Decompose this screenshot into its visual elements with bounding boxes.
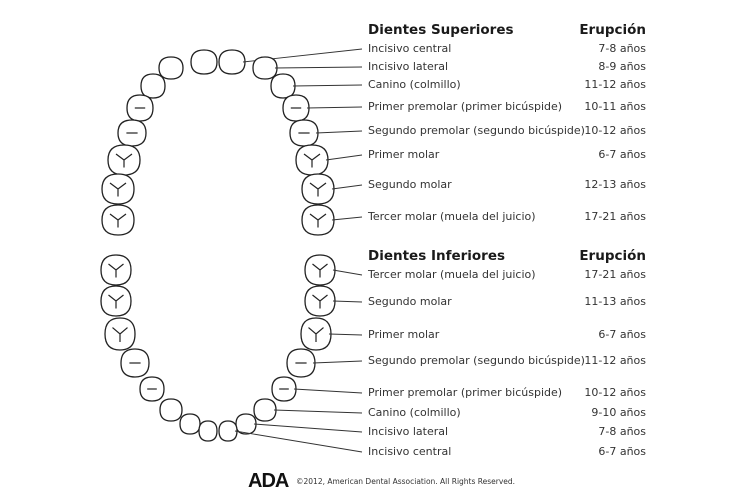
- lower-tooth-eruption-age: 11-13 años: [584, 295, 646, 308]
- lower-tooth-eruption-age: 6-7 años: [598, 328, 646, 341]
- leader-line: [234, 430, 363, 453]
- leader-line: [331, 184, 363, 190]
- lower-tooth-eruption-age: 9-10 años: [591, 406, 646, 419]
- lower-right-tooth: [253, 398, 277, 422]
- leader-line: [306, 106, 363, 109]
- lower-tooth-label: Incisivo lateral: [368, 425, 449, 438]
- upper-left-tooth-groove: [115, 153, 133, 168]
- upper-tooth-eruption-age: 10-12 años: [584, 124, 646, 137]
- leader-line: [293, 388, 363, 394]
- upper-right-tooth: [270, 73, 296, 99]
- lower-left-tooth-groove: [108, 263, 124, 278]
- upper-tooth-label: Incisivo lateral: [368, 60, 449, 73]
- upper-tooth-eruption-age: 10-11 años: [584, 100, 646, 113]
- lower-tooth-label: Primer molar: [368, 328, 440, 341]
- upper-left-tooth: [140, 73, 166, 99]
- upper-tooth-eruption-age: 7-8 años: [598, 42, 646, 55]
- lower-left-tooth: [159, 398, 183, 422]
- leader-line: [274, 66, 363, 69]
- lower-left-tooth: [179, 413, 201, 435]
- lower-right-tooth-groove: [308, 327, 324, 342]
- upper-tooth-label: Primer premolar (primer bicúspide): [368, 100, 563, 113]
- upper-tooth-eruption-age: 8-9 años: [598, 60, 646, 73]
- lower-tooth-eruption-age: 11-12 años: [584, 354, 646, 367]
- leader-line: [328, 333, 363, 336]
- upper-right-tooth-groove: [309, 213, 327, 228]
- upper-tooth-label: Canino (colmillo): [368, 78, 461, 91]
- upper-tooth-label: Segundo molar: [368, 178, 452, 191]
- lower-right-tooth: [218, 420, 238, 442]
- leader-line: [253, 423, 363, 433]
- lower-tooth-eruption-age: 10-12 años: [584, 386, 646, 399]
- lower-tooth-label: Incisivo central: [368, 445, 452, 458]
- lower-tooth-eruption-age: 17-21 años: [584, 268, 646, 281]
- lower-left-tooth-groove: [108, 294, 124, 309]
- lower-left-tooth-groove: [112, 327, 128, 342]
- lower-right-tooth: [235, 413, 257, 435]
- lower-tooth-label: Canino (colmillo): [368, 406, 461, 419]
- lower-tooth-label: Tercer molar (muela del juicio): [368, 268, 536, 281]
- lower-tooth-label: Primer premolar (primer bicúspide): [368, 386, 563, 399]
- upper-tooth-label: Incisivo central: [368, 42, 452, 55]
- lower-left-tooth: [198, 420, 218, 442]
- upper-right-tooth-groove: [309, 182, 327, 197]
- upper-tooth-eruption-age: 11-12 años: [584, 78, 646, 91]
- lower-tooth-eruption-age: 6-7 años: [598, 445, 646, 458]
- leader-line: [331, 216, 363, 221]
- upper-tooth-eruption-age: 17-21 años: [584, 210, 646, 223]
- lower-right-tooth-groove: [312, 294, 328, 309]
- upper-tooth-label: Segundo premolar (segundo bicúspide): [368, 124, 585, 137]
- lower-tooth-label: Segundo molar: [368, 295, 452, 308]
- leader-line: [273, 409, 363, 414]
- leader-line: [315, 130, 363, 134]
- upper-right-tooth: [218, 49, 246, 75]
- upper-eruption-header: Erupción: [579, 22, 646, 38]
- upper-left-tooth: [158, 56, 184, 80]
- leader-line: [292, 84, 363, 87]
- lower-eruption-header: Erupción: [579, 248, 646, 264]
- leader-line: [325, 154, 363, 161]
- upper-right-tooth: [252, 56, 278, 80]
- upper-tooth-eruption-age: 6-7 años: [598, 148, 646, 161]
- lower-title: Dientes Inferiores: [368, 248, 506, 264]
- lower-tooth-eruption-age: 7-8 años: [598, 425, 646, 438]
- upper-tooth-label: Tercer molar (muela del juicio): [368, 210, 536, 223]
- copyright: ©2012, American Dental Association. All …: [296, 477, 516, 486]
- leader-line: [312, 360, 363, 364]
- leader-line: [332, 269, 363, 276]
- upper-title: Dientes Superiores: [368, 22, 514, 38]
- upper-tooth-label: Primer molar: [368, 148, 440, 161]
- upper-tooth-eruption-age: 12-13 años: [584, 178, 646, 191]
- lower-tooth-label: Segundo premolar (segundo bicúspide): [368, 354, 585, 367]
- upper-left-tooth: [190, 49, 218, 75]
- ada-logo: ADA: [248, 470, 289, 492]
- upper-right-tooth-groove: [303, 153, 321, 168]
- leader-line: [332, 300, 363, 303]
- lower-right-tooth-groove: [312, 263, 328, 278]
- upper-left-tooth-groove: [109, 213, 127, 228]
- upper-left-tooth-groove: [109, 182, 127, 197]
